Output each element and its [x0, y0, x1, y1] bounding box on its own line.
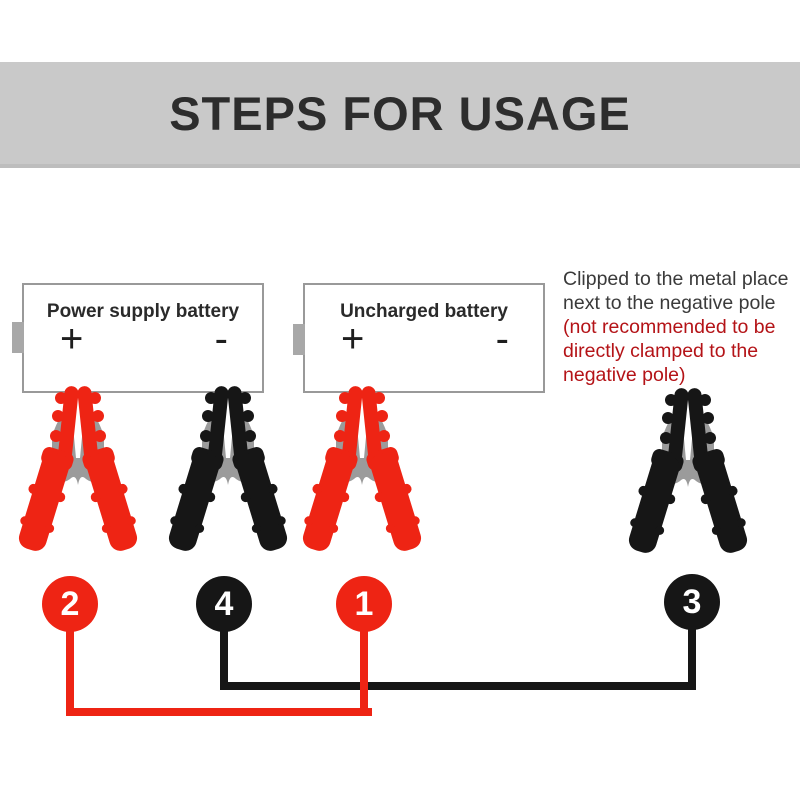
step-badge-1: 1 [336, 576, 392, 632]
red-cable [66, 708, 372, 716]
note-warning-line: directly clamped to the [563, 340, 759, 362]
step-badge-2: 2 [42, 576, 98, 632]
clamp-step-4-black [166, 384, 290, 564]
step-number: 3 [682, 582, 702, 621]
red-cable-stem [360, 630, 368, 716]
negative-terminal-sign: - [214, 317, 228, 361]
note-warning-line: negative pole) [563, 364, 686, 386]
positive-terminal-sign: + [60, 317, 84, 361]
black-cable-stem [688, 628, 696, 690]
power-supply-battery-box: Power supply battery + - [22, 283, 264, 393]
clamp-step-2-red [16, 384, 140, 564]
clamp-step-1-red [300, 384, 424, 564]
uncharged-battery-box: Uncharged battery + - [303, 283, 545, 393]
red-cable-stem [66, 630, 74, 716]
note-line: next to the negative pole [563, 292, 776, 314]
battery-label: Power supply battery [46, 301, 240, 322]
battery-terminal-tab [293, 324, 305, 355]
black-cable-stem [220, 630, 228, 690]
battery-terminal-tab [12, 322, 24, 353]
step-badge-4: 4 [196, 576, 252, 632]
step-number: 4 [214, 584, 234, 623]
clamp-step-3-black [626, 386, 750, 566]
step-number: 1 [354, 584, 374, 623]
ground-connection-note: Clipped to the metal place next to the n… [563, 267, 800, 387]
positive-terminal-sign: + [341, 317, 365, 361]
battery-label: Uncharged battery [340, 301, 508, 322]
header-band: STEPS FOR USAGE [0, 62, 800, 168]
page-title: STEPS FOR USAGE [169, 86, 631, 140]
note-warning-line: (not recommended to be [563, 316, 776, 338]
black-cable [220, 682, 696, 690]
step-number: 2 [60, 584, 80, 623]
step-badge-3: 3 [664, 574, 720, 630]
note-line: Clipped to the metal place [563, 268, 789, 290]
negative-terminal-sign: - [495, 317, 509, 361]
